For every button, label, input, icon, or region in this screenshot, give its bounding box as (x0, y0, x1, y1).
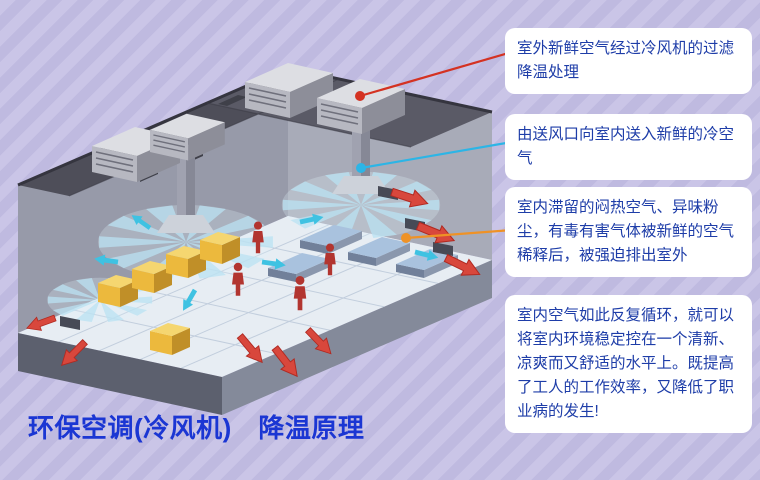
callout3-anchor-dot (401, 233, 411, 243)
callout-circulation: 室内空气如此反复循环，就可以将室内环境稳定控在一个清新、凉爽而又舒适的水平上。既… (505, 295, 752, 433)
callout-filtering: 室外新鲜空气经过冷风机的过滤降温处理 (505, 28, 752, 94)
supply-ducts (157, 121, 390, 233)
callout-circulation-text: 室内空气如此反复循环，就可以将室内环境稳定控在一个清新、凉爽而又舒适的水平上。既… (517, 307, 735, 420)
callout-connectors (355, 50, 513, 243)
callout-supply-text: 由送风口向室内送入新鲜的冷空气 (517, 126, 735, 167)
air-diffuser (332, 176, 390, 194)
callout3-connector-line (405, 228, 513, 240)
air-duct-shade (361, 121, 370, 176)
callout2-connector-line (360, 140, 513, 170)
callout-filtering-text: 室外新鲜空气经过冷风机的过滤降温处理 (517, 40, 735, 81)
callout-supply: 由送风口向室内送入新鲜的冷空气 (505, 114, 752, 180)
front-right-wall (222, 260, 492, 415)
air-duct-shade (186, 146, 195, 215)
callout1-connector-line (359, 50, 513, 98)
callout-exhaust: 室内滞留的闷热空气、异味粉尘，有毒有害气体被新鲜的空气稀释后，被强迫排出室外 (505, 187, 752, 277)
callout2-anchor-dot (356, 163, 366, 173)
air-diffuser (157, 215, 215, 233)
callout1-anchor-dot (355, 91, 365, 101)
page-title: 环保空调(冷风机) 降温原理 (28, 413, 365, 443)
callout-exhaust-text: 室内滞留的闷热空气、异味粉尘，有毒有害气体被新鲜的空气稀释后，被强迫排出室外 (517, 199, 735, 264)
